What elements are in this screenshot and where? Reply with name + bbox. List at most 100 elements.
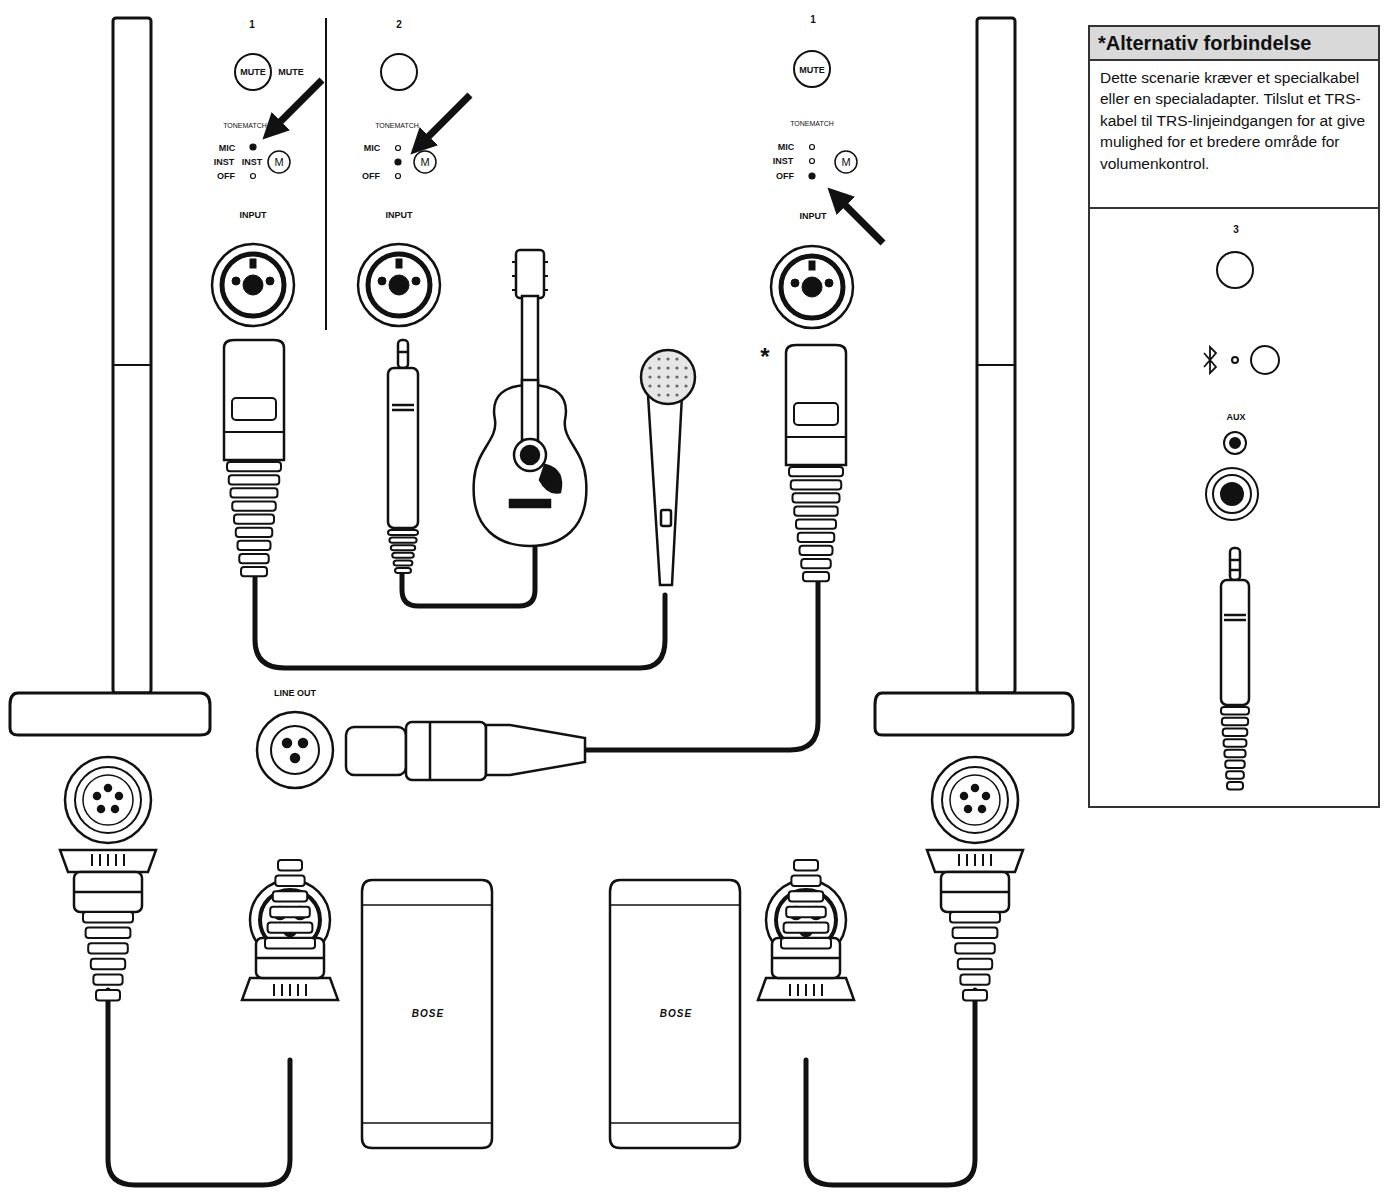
aux-panel xyxy=(1206,468,1258,520)
acoustic-guitar xyxy=(512,289,516,291)
input-label: INPUT xyxy=(386,211,413,220)
microphone xyxy=(641,350,695,404)
plug-strain-relief xyxy=(1221,707,1249,715)
mic-grille xyxy=(675,375,678,378)
speakon-connection xyxy=(961,793,967,799)
combo-jack xyxy=(378,277,386,285)
plug-strain-relief xyxy=(388,530,418,535)
mic-grille xyxy=(648,357,687,396)
speakon-connection xyxy=(270,907,310,917)
speakon-connection xyxy=(950,912,1000,922)
combo-jack xyxy=(781,256,843,318)
acoustic-guitar xyxy=(512,275,516,277)
speakon-connection xyxy=(273,984,275,996)
combo-jack xyxy=(825,279,833,287)
mic-grille xyxy=(657,384,660,387)
speakon-connection xyxy=(65,757,151,843)
xlr-plug xyxy=(789,467,843,476)
speakon-connection xyxy=(990,854,992,866)
plug-strain-relief xyxy=(388,530,418,573)
speakon-connection xyxy=(65,757,151,843)
speakon-connection xyxy=(305,984,307,996)
trs-plug xyxy=(1221,548,1249,705)
speakon-connection xyxy=(758,978,854,1000)
subwoofer xyxy=(362,880,492,1148)
speakon-connection xyxy=(932,757,1018,843)
combo-jack xyxy=(791,279,799,287)
speakon-connection xyxy=(86,928,131,938)
xlr-plug xyxy=(786,345,846,465)
mode-label: MIC xyxy=(364,144,381,153)
mic-grille xyxy=(666,357,669,360)
mute-button xyxy=(381,54,417,90)
speakon-connection xyxy=(941,891,1009,894)
combo-jack xyxy=(412,277,420,285)
tower-speaker xyxy=(113,364,151,366)
note-body: Dette scenarie kræver et specialkabel el… xyxy=(1090,61,1378,180)
xlr-plug xyxy=(794,403,838,425)
speakon-connection xyxy=(98,806,104,812)
mic-grille xyxy=(666,366,669,369)
speakon-connection xyxy=(256,938,324,978)
plug-strain-relief xyxy=(1227,782,1243,790)
speakon-connection xyxy=(972,785,978,791)
xlr-plug xyxy=(791,480,842,489)
speakon-connection xyxy=(88,943,128,953)
note-heading: *Alternativ forbindelse xyxy=(1090,27,1378,61)
tower-speaker xyxy=(875,693,1073,735)
speakon-connection xyxy=(942,767,1008,833)
speakon-connection xyxy=(273,891,307,901)
pointer-arrow xyxy=(426,95,470,139)
speakon-connection xyxy=(983,793,989,799)
tower-speaker xyxy=(113,18,151,693)
mute-label: MUTE xyxy=(278,68,304,77)
acoustic-guitar xyxy=(540,465,561,493)
channel-number: 2 xyxy=(396,20,402,30)
mute-label: MUTE xyxy=(240,68,266,77)
speakon-connection xyxy=(781,860,831,948)
mic-grille xyxy=(684,366,687,369)
tonematch-button xyxy=(268,151,290,173)
speakon-connection xyxy=(91,854,93,866)
quarter-inch-plug xyxy=(388,340,418,528)
subwoofer xyxy=(610,904,740,906)
aux-panel xyxy=(1204,252,1279,520)
trs-plug xyxy=(1230,559,1240,562)
mode-label: INST xyxy=(214,158,235,167)
mode-label: OFF xyxy=(217,172,235,181)
xlr-female-connector xyxy=(429,722,432,780)
speakon-connection xyxy=(776,890,836,950)
quarter-inch-plug xyxy=(392,409,414,412)
speakon-connection xyxy=(813,984,815,996)
plug-strain-relief xyxy=(392,553,414,558)
speakon-connection xyxy=(289,984,291,996)
xlr-plug xyxy=(786,436,846,438)
acoustic-guitar xyxy=(544,261,548,263)
speakon-connection xyxy=(242,978,338,1000)
xlr-plug xyxy=(232,501,276,510)
led-indicator xyxy=(396,146,401,151)
acoustic-guitar xyxy=(514,439,546,471)
speakon-connection xyxy=(966,854,968,866)
mute-button xyxy=(235,51,830,90)
cable xyxy=(402,548,535,606)
speakon-connection xyxy=(958,959,992,969)
speakon-connection xyxy=(791,876,820,886)
subwoofer xyxy=(362,1122,492,1124)
speakon-connection xyxy=(784,922,829,932)
speakon-connection xyxy=(107,854,109,866)
xlr-plug xyxy=(224,340,284,576)
acoustic-guitar xyxy=(510,500,550,507)
plug-strain-relief xyxy=(1224,739,1247,747)
line-out-jack xyxy=(257,712,333,788)
plug-strain-relief xyxy=(394,560,413,565)
speakon-connection xyxy=(953,928,998,938)
combo-jack xyxy=(232,277,240,285)
trs-plug xyxy=(1224,614,1246,617)
xlr-plug xyxy=(793,493,840,502)
xlr-female-connector xyxy=(346,727,406,775)
line-out-jack xyxy=(299,739,307,747)
led-indicator xyxy=(251,174,256,179)
speakon-connection xyxy=(60,850,156,872)
microphone xyxy=(661,510,671,526)
